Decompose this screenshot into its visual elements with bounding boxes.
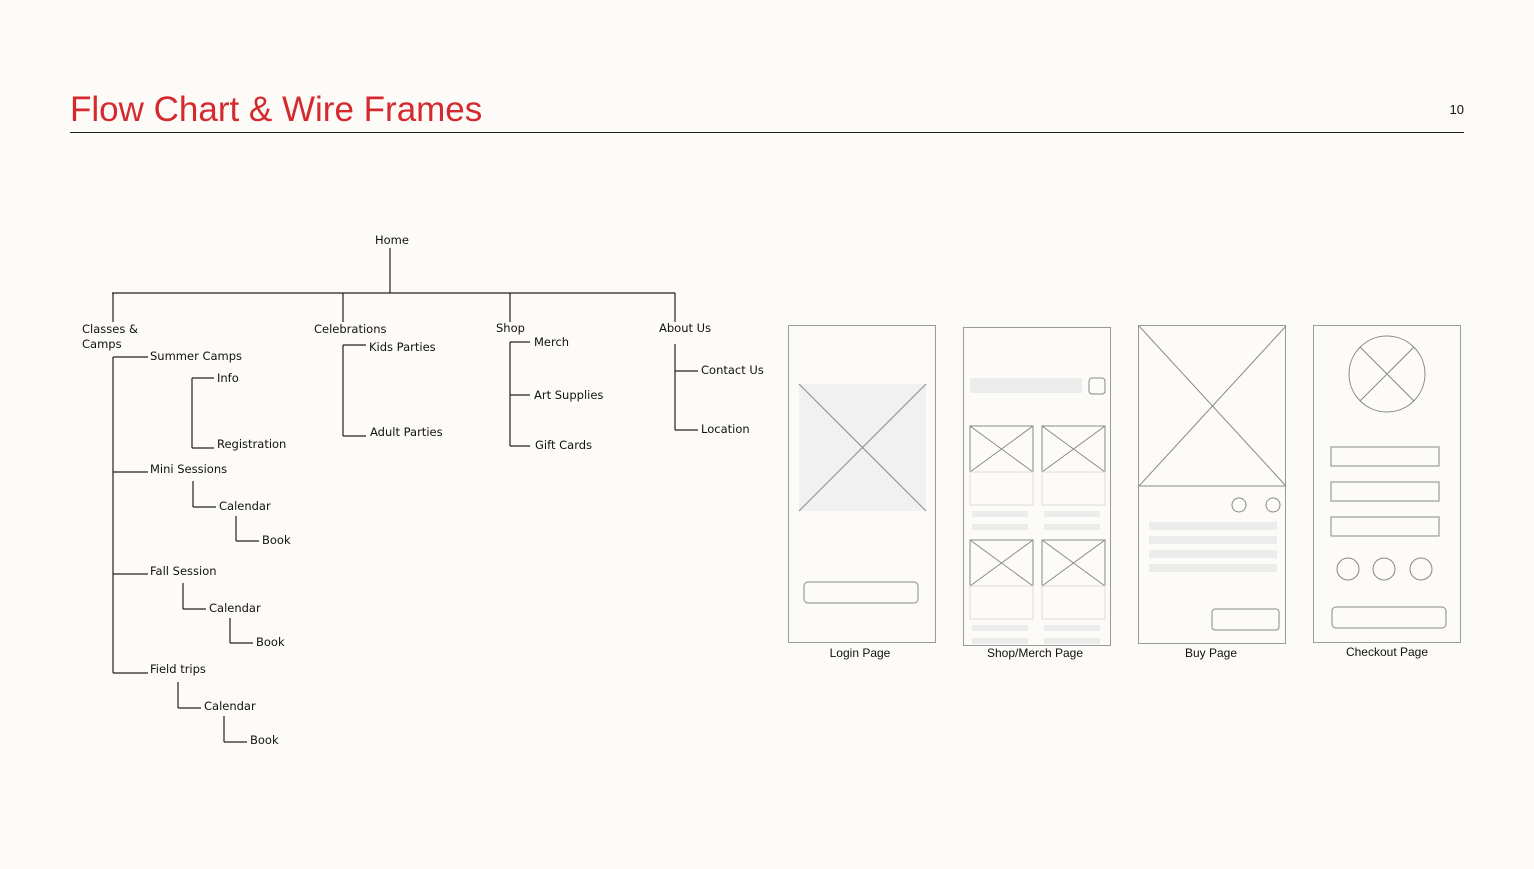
wireframe-login bbox=[788, 325, 936, 643]
node-fall-book: Book bbox=[256, 635, 285, 649]
node-shop: Shop bbox=[496, 321, 525, 335]
wireframe-buy-drawing bbox=[1139, 326, 1287, 631]
node-adult-parties: Adult Parties bbox=[370, 425, 443, 439]
wireframe-checkout-drawing bbox=[1330, 335, 1447, 629]
wireframe-checkout-label: Checkout Page bbox=[1345, 645, 1429, 659]
node-merch: Merch bbox=[534, 335, 570, 349]
node-about-us: About Us bbox=[659, 321, 712, 335]
node-art-supplies: Art Supplies bbox=[534, 388, 604, 402]
node-location: Location bbox=[701, 422, 750, 436]
node-classes-camps: Classes & Camps bbox=[82, 322, 138, 352]
node-field-trips: Field trips bbox=[150, 662, 206, 676]
node-kids-parties: Kids Parties bbox=[369, 340, 436, 354]
node-classes-line2: Camps bbox=[82, 337, 122, 351]
wireframe-buy-label: Buy Page bbox=[1184, 646, 1238, 660]
node-mini-calendar: Calendar bbox=[219, 499, 271, 513]
node-fall-session: Fall Session bbox=[150, 564, 217, 578]
page-number: 10 bbox=[1449, 102, 1464, 117]
node-summer-camps: Summer Camps bbox=[150, 349, 243, 363]
wireframe-login-label: Login Page bbox=[829, 646, 891, 660]
wireframe-buy bbox=[1138, 325, 1287, 644]
wireframe-login-drawing bbox=[798, 383, 927, 604]
node-summer-info: Info bbox=[217, 371, 239, 385]
node-classes-line1: Classes & bbox=[82, 322, 138, 336]
node-home: Home bbox=[375, 233, 409, 247]
node-mini-sessions: Mini Sessions bbox=[150, 462, 228, 476]
title-divider bbox=[70, 132, 1464, 133]
wireframe-shop-drawing bbox=[969, 377, 1106, 644]
node-contact-us: Contact Us bbox=[701, 363, 764, 377]
node-gift-cards: Gift Cards bbox=[535, 438, 593, 452]
wireframe-shop bbox=[963, 327, 1111, 646]
node-fall-calendar: Calendar bbox=[209, 601, 261, 615]
page-title: Flow Chart & Wire Frames bbox=[70, 90, 483, 129]
wireframe-shop-label: Shop/Merch Page bbox=[986, 646, 1084, 660]
node-summer-registration: Registration bbox=[217, 437, 287, 451]
node-celebrations: Celebrations bbox=[314, 322, 387, 336]
node-field-book: Book bbox=[250, 733, 279, 747]
wireframe-checkout bbox=[1313, 325, 1461, 643]
node-mini-book: Book bbox=[262, 533, 291, 547]
node-field-calendar: Calendar bbox=[204, 699, 256, 713]
